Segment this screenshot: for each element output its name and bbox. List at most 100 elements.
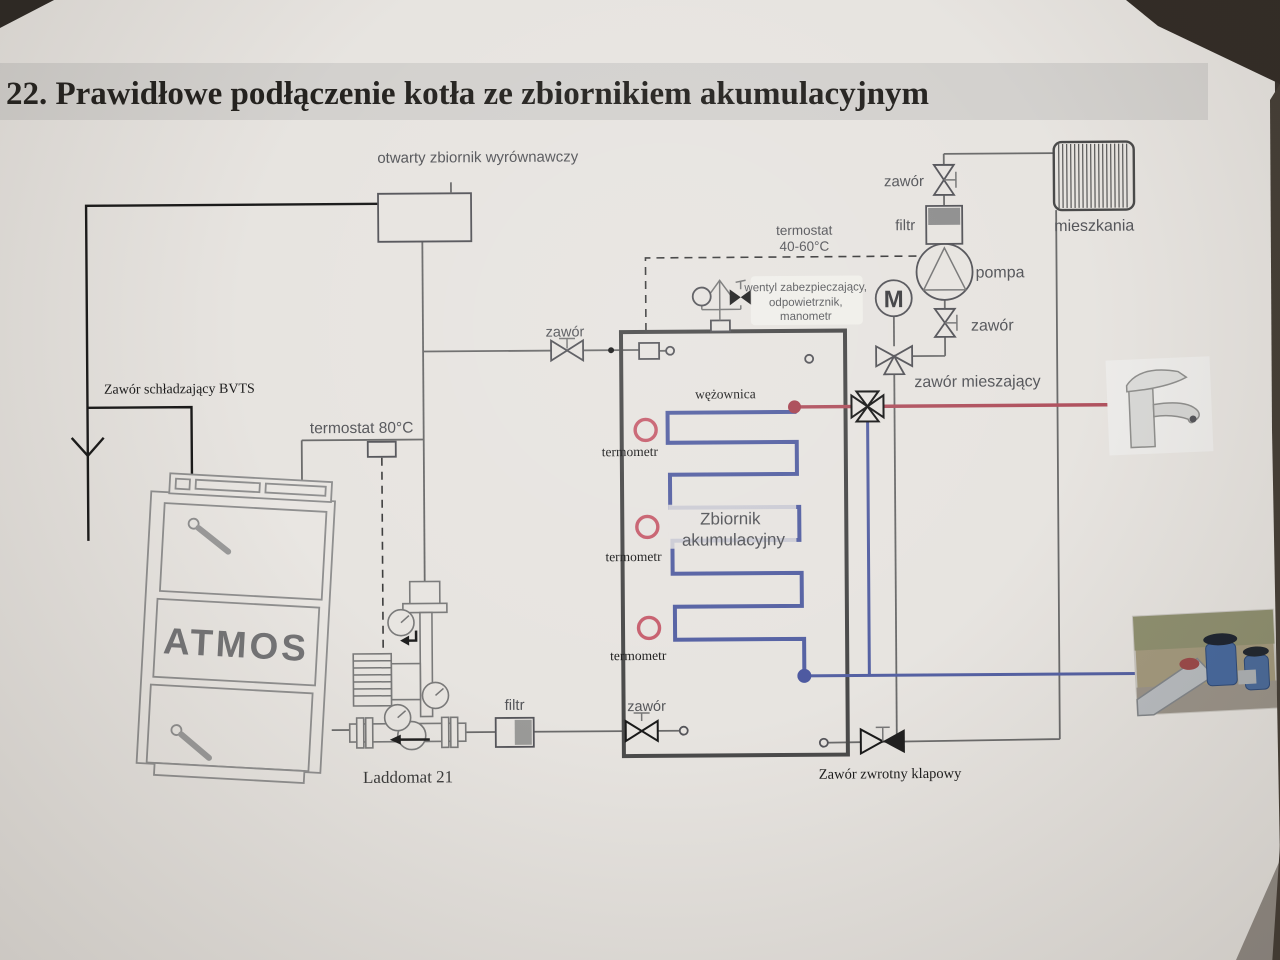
thermometer-label: termometr: [602, 444, 659, 459]
thermometer-1: termometr: [602, 417, 659, 459]
valve-icon-supply: [550, 338, 585, 363]
door-handle-bottom: [178, 731, 212, 761]
safety-label-3: manometr: [780, 311, 832, 323]
thermometer-label: termometr: [610, 648, 667, 663]
tank-port-top-left: [665, 345, 675, 356]
thermostat-80: termostat 80°C: [310, 420, 413, 458]
thermostat-control-lines: [381, 255, 917, 652]
riser-pipe: [421, 241, 426, 582]
tank-outline: [618, 328, 850, 759]
supply-valve: zawór: [546, 324, 585, 363]
faucet-aerator: [1189, 415, 1197, 423]
laddomat-flange-right-a: [440, 716, 450, 749]
gauge-needle: [397, 710, 407, 719]
filter-media: [514, 719, 532, 745]
boiler-supply-pipe: [300, 438, 424, 483]
laddomat-label: Laddomat 21: [363, 767, 453, 787]
boiler-door-middle: [152, 597, 321, 687]
tank-port-top-right: [804, 353, 815, 364]
bvts-loop: [70, 202, 379, 541]
boiler: ATMOS: [135, 472, 336, 784]
boiler-brand-label: ATMOS: [162, 620, 310, 669]
expansion-tank-label: otwarty zbiornik wyrównawczy: [377, 148, 579, 166]
flow-arrow-elbow-head: [400, 635, 410, 646]
flow-arrow-down: [70, 436, 105, 458]
laddomat-flange-top: [402, 602, 448, 614]
photo-pipe-joint: [1237, 669, 1257, 685]
pump-triangle: [922, 246, 967, 291]
boiler-base: [153, 761, 306, 784]
gauge-needle: [400, 615, 410, 624]
laddomat-fin-block: [352, 652, 393, 707]
apartments-label: mieszkania: [1054, 218, 1134, 236]
expansion-tank: otwarty zbiornik wyrównawczy: [377, 148, 579, 243]
dhw-tap-valve-icon: [850, 390, 885, 423]
laddomat-flange-left-b: [364, 717, 374, 749]
valve-label-radiator: zawór: [884, 173, 924, 190]
boiler-top-slot-small: [174, 477, 191, 491]
valve-label-pump: zawór: [971, 317, 1014, 334]
check-valve-right: [882, 729, 905, 754]
thermostat-40-60: termostat 40-60°C: [776, 223, 833, 254]
mixing-valve-icon: [875, 344, 914, 376]
faucet-photo: [1105, 356, 1214, 456]
tank-labels: Zbiornik akumulacyjny termometr termomet…: [602, 417, 797, 663]
laddomat-unit: Laddomat 21: [348, 580, 467, 787]
pump-column: zawór pompa filtr zawór: [884, 163, 1025, 338]
faucet-body: [1127, 387, 1156, 449]
dhw-lines: [787, 390, 1138, 683]
hot-outlet-dot: [787, 400, 801, 414]
filter-media: [928, 207, 961, 225]
safety-label-1: wentyl zabezpieczający,: [743, 281, 867, 294]
safety-valve-icon: [729, 289, 752, 306]
laddomat-flange-right-b: [449, 716, 459, 749]
laddomat-top-port: [408, 580, 441, 606]
filter-label-top: filtr: [895, 217, 915, 234]
label-halo: [668, 503, 797, 549]
boiler-top-slot-1: [194, 478, 261, 494]
thermometer-2: termometr: [605, 514, 662, 564]
page-title: 22. Prawidłowe podłączenie kotła ze zbio…: [6, 76, 929, 112]
tank-port-bottom-left: [678, 725, 689, 736]
cold-inlet-dot: [797, 668, 812, 683]
pump-label: pompa: [976, 264, 1025, 281]
manometer-icon: [691, 286, 712, 307]
pump-icon: [915, 242, 974, 301]
valve-handle: [943, 171, 957, 188]
tank-supply-pipe: [423, 349, 640, 353]
valve-handle: [559, 337, 576, 349]
thermostat-80-body: [366, 440, 397, 458]
valve-station-photo: [1131, 608, 1279, 717]
title-band: [0, 63, 1208, 120]
boiler-top-slot-2: [264, 482, 327, 497]
coil-label: wężownica: [695, 386, 756, 401]
motor-icon: [874, 279, 913, 318]
tank-sensor-pocket: [638, 341, 661, 360]
tank-inlet-pipe: [465, 729, 680, 734]
title-bar: 22. Prawidłowe podłączenie kotła ze zbio…: [0, 63, 1208, 120]
thermometer-icon: [633, 417, 658, 443]
thermostat-40-60-label-2: 40-60°C: [779, 239, 829, 254]
boiler-door-top: [158, 502, 328, 601]
photo-blue-valve-1: [1205, 642, 1238, 687]
thermostat-80-capillary: [381, 457, 384, 652]
check-valve-left: [859, 727, 885, 756]
safety-label-patch: [750, 275, 863, 326]
junction-dot: [608, 347, 615, 354]
radiator: mieszkania: [1052, 140, 1136, 236]
valve-handle: [633, 712, 650, 721]
bvts-label: Zawór schładzający BVTS: [104, 382, 255, 398]
cold-water-line: [804, 418, 1138, 678]
bottom-filter: filtr: [494, 697, 535, 748]
laddomat-flange-left-a: [355, 717, 365, 749]
tank-port-bottom-right: [818, 737, 829, 748]
photo-handwheel-1: [1203, 633, 1238, 646]
mixing-valve-group: M zawór mieszający: [874, 279, 1041, 391]
photo-handwheel-2: [1242, 646, 1269, 657]
expansion-tank-body: [377, 192, 473, 243]
laddomat-cartridge-housing: [390, 662, 422, 701]
air-vent-arrow-icon: [708, 279, 732, 296]
accumulation-tank: [618, 328, 850, 759]
filter-label-bottom: filtr: [505, 697, 525, 714]
thermometer-label: termometr: [605, 549, 662, 564]
